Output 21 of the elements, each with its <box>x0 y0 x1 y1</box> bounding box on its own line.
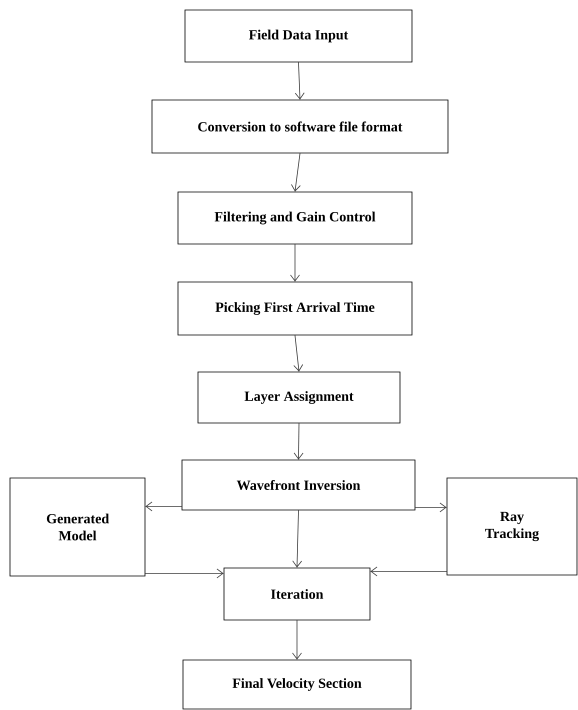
arrow <box>290 244 300 282</box>
arrow <box>291 153 301 192</box>
process-box: Filtering and Gain Control <box>178 192 412 244</box>
arrow <box>415 502 447 512</box>
arrow <box>294 423 304 460</box>
process-box: Picking First Arrival Time <box>178 282 412 336</box>
process-box: Conversion to software file format <box>152 100 448 154</box>
process-box: Ray Tracking <box>446 478 578 576</box>
arrow <box>293 335 304 372</box>
process-box: Layer Assignment <box>198 372 400 424</box>
arrow <box>294 62 305 100</box>
process-box: Generated Model <box>10 478 146 576</box>
process-box: Wavefront Inversion <box>182 460 416 510</box>
process-box: Field Data Input <box>184 10 412 62</box>
arrow <box>292 620 302 660</box>
arrow <box>145 568 224 578</box>
arrow <box>292 510 302 568</box>
process-box: Final Velocity Section <box>182 660 412 710</box>
arrow <box>145 502 182 512</box>
process-box: Iteration <box>224 568 370 620</box>
arrow <box>370 566 447 576</box>
